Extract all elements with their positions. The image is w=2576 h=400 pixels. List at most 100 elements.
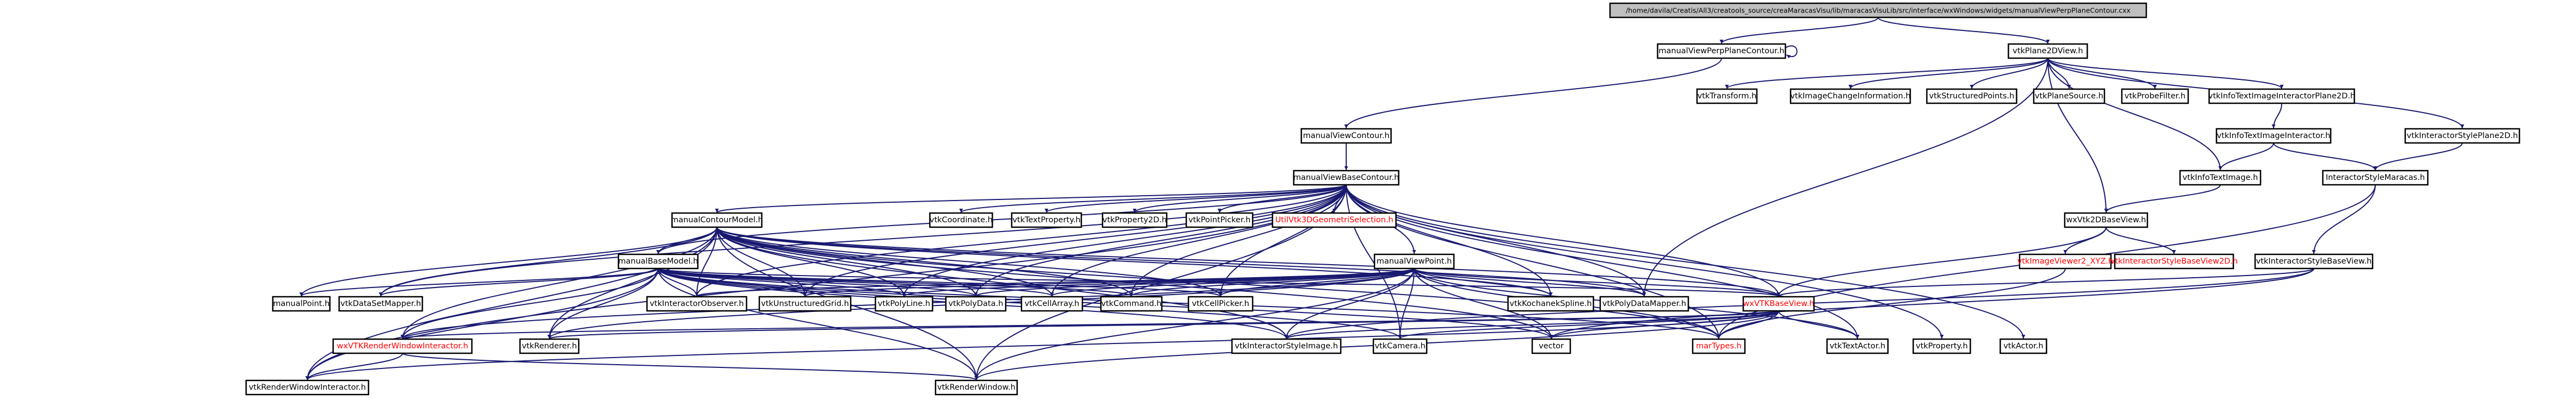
edge-vtkInfoTextImage-to-wxVtk2DBaseView <box>2104 184 2221 213</box>
node-vtkCoordinate[interactable]: vtkCoordinate.h <box>929 212 993 228</box>
edge-InteractorStyleMaracas-to-vtkInteractorStyleBaseView <box>2312 184 2376 254</box>
node-vtkInfoTextImageInteractorPlane2D[interactable]: vtkInfoTextImageInteractorPlane2D.h <box>2208 88 2355 104</box>
edge-manualContourModel-to-vtkDataSetMapper <box>379 227 717 297</box>
node-manualViewPoint[interactable]: manualViewPoint.h <box>1373 253 1455 270</box>
node-box-vtkInteractorStyleBaseView2D <box>2114 253 2234 270</box>
node-vtkDataSetMapper[interactable]: vtkDataSetMapper.h <box>338 296 423 312</box>
node-vtkTransform[interactable]: vtkTransform.h <box>1696 88 1758 104</box>
node-vtkCommand[interactable]: vtkCommand.h <box>1100 296 1163 312</box>
edge-wxVtk2DBaseView-to-wxVTKBaseView <box>1776 227 2107 297</box>
node-box-vtkUnstructuredGrid <box>758 296 852 312</box>
node-label-manualViewBaseContour: manualViewBaseContour.h <box>1293 173 1399 182</box>
node-root[interactable]: /home/davila/Creatis/All3/creatools_sour… <box>1609 2 2147 18</box>
node-box-manualViewContour <box>1301 128 1392 144</box>
node-vtkUnstructuredGrid[interactable]: vtkUnstructuredGrid.h <box>758 296 852 312</box>
node-vtkActor[interactable]: vtkActor.h <box>1999 338 2047 354</box>
edge-manualViewBaseContour-to-manualBaseModel <box>656 184 1347 254</box>
node-vtkImageChangeInformation[interactable]: vtkImageChangeInformation.h <box>1789 88 1911 104</box>
edge-wxVtk2DBaseView-to-vtkImageViewer2_XYZ <box>2063 227 2107 254</box>
node-manualPoint[interactable]: manualPoint.h <box>272 296 331 312</box>
edge-vtkInfoTextImageInteractor-to-InteractorStyleMaracas <box>2273 142 2377 171</box>
node-label-vtkActor: vtkActor.h <box>2003 342 2043 351</box>
node-vtkCellPicker[interactable]: vtkCellPicker.h <box>1187 296 1254 312</box>
node-label-manualPoint: manualPoint.h <box>273 299 330 308</box>
node-vtkInteractorStylePlane2D[interactable]: vtkInteractorStylePlane2D.h <box>2404 128 2521 144</box>
node-box-manualViewBaseContour <box>1293 170 1400 186</box>
edge-wxVTKBaseView-to-vtkRenderWindowInteractor <box>305 310 1779 380</box>
node-vtkInteractorStyleImage[interactable]: vtkInteractorStyleImage.h <box>1231 338 1342 354</box>
node-wxVTKRenderWindowInteractor[interactable]: wxVTKRenderWindowInteractor.h <box>332 338 473 354</box>
node-label-vtkUnstructuredGrid: vtkUnstructuredGrid.h <box>761 299 849 308</box>
node-label-vtkPolyDataMapper: vtkPolyDataMapper.h <box>1602 299 1686 308</box>
node-marTypes[interactable]: marTypes.h <box>1692 338 1746 354</box>
edge-wxVtk2DBaseView-to-vtkInteractorStyleBaseView2D <box>2106 227 2176 254</box>
edge-manualContourModel-to-vtkKochanekSpline <box>716 227 1553 297</box>
node-label-vector: vector <box>1539 342 1564 351</box>
node-box-vtkProperty <box>1912 338 1971 354</box>
node-box-vtkTextActor <box>1826 338 1889 354</box>
edge-manualViewPoint-to-vtkCommand <box>1129 268 1415 297</box>
node-vtkImageViewer2_XYZ[interactable]: vtkImageViewer2_XYZ.h <box>2017 253 2113 270</box>
node-vtkPlane2DView[interactable]: vtkPlane2DView.h <box>2008 43 2088 59</box>
edge-wxVTKBaseView-to-vtkTextActor <box>1778 310 1860 339</box>
node-box-manualContourModel <box>671 212 763 228</box>
node-vtkPolyDataMapper[interactable]: vtkPolyDataMapper.h <box>1599 296 1689 312</box>
edge-root-to-vtkPlane2DView <box>1878 17 2050 44</box>
node-manualViewPerpPlaneContour[interactable]: manualViewPerpPlaneContour.h <box>1657 43 1786 59</box>
edge-manualContourModel-to-manualPoint <box>299 227 717 297</box>
node-box-manualViewPerpPlaneContour <box>1657 43 1786 59</box>
edge-manualViewPoint-to-vector <box>1414 268 1553 339</box>
edge-manualBaseModel-to-wxVTKRenderWindowInteractor <box>400 268 659 339</box>
node-manualViewBaseContour[interactable]: manualViewBaseContour.h <box>1293 170 1400 186</box>
node-vtkPolyLine[interactable]: vtkPolyLine.h <box>875 296 933 312</box>
node-box-vector <box>1531 338 1571 354</box>
node-wxVTKBaseView[interactable]: wxVTKBaseView.h <box>1742 296 1815 312</box>
node-box-manualViewPoint <box>1373 253 1455 270</box>
node-vtkProbeFilter[interactable]: vtkProbeFilter.h <box>2121 88 2189 104</box>
node-box-vtkRenderer <box>519 338 580 354</box>
node-vtkCellArray[interactable]: vtkCellArray.h <box>1020 296 1083 312</box>
node-vtkPlaneSource[interactable]: vtkPlaneSource.h <box>2033 88 2106 104</box>
node-vtkKochanekSpline[interactable]: vtkKochanekSpline.h <box>1507 296 1594 312</box>
node-manualViewContour[interactable]: manualViewContour.h <box>1301 128 1392 144</box>
node-vtkPointPicker[interactable]: vtkPointPicker.h <box>1185 212 1254 228</box>
node-box-wxVTKBaseView <box>1742 296 1815 312</box>
node-box-vtkPolyDataMapper <box>1599 296 1689 312</box>
edge-manualContourModel-to-wxVTKBaseView <box>716 227 1781 297</box>
node-UtilVtk3DGeometriSelection[interactable]: UtilVtk3DGeometriSelection.h <box>1272 212 1397 228</box>
node-box-vtkPlane2DView <box>2008 43 2088 59</box>
node-label-root: /home/davila/Creatis/All3/creatools_sour… <box>1626 7 2131 15</box>
node-vtkInteractorStyleBaseView2D[interactable]: vtkInteractorStyleBaseView2D.h <box>2110 253 2238 270</box>
node-manualBaseModel[interactable]: manualBaseModel.h <box>617 253 699 270</box>
node-vector[interactable]: vector <box>1531 338 1571 354</box>
node-vtkStructuredPoints[interactable]: vtkStructuredPoints.h <box>1926 88 2017 104</box>
node-label-vtkInfoTextImageInteractorPlane2D: vtkInfoTextImageInteractorPlane2D.h <box>2208 92 2355 101</box>
node-vtkRenderWindowInteractor[interactable]: vtkRenderWindowInteractor.h <box>245 379 369 396</box>
node-vtkProperty2D[interactable]: vtkProperty2D.h <box>1101 212 1168 228</box>
node-wxVtk2DBaseView[interactable]: wxVtk2DBaseView.h <box>2064 212 2148 228</box>
node-manualContourModel[interactable]: manualContourModel.h <box>671 212 763 228</box>
edge-root-to-manualViewPerpPlaneContour <box>1719 17 1879 44</box>
node-vtkTextProperty[interactable]: vtkTextProperty.h <box>1011 212 1082 228</box>
edge-manualContourModel-to-vtkRenderer <box>547 227 717 339</box>
node-vtkRenderWindow[interactable]: vtkRenderWindow.h <box>934 379 1018 396</box>
node-vtkInteractorObserver[interactable]: vtkInteractorObserver.h <box>646 296 747 312</box>
node-vtkInfoTextImage[interactable]: vtkInfoTextImage.h <box>2179 170 2262 186</box>
edge-manualViewPoint-to-vtkUnstructuredGrid <box>803 268 1415 297</box>
node-box-vtkInfoTextImageInteractorPlane2D <box>2208 88 2355 104</box>
node-vtkInfoTextImageInteractor[interactable]: vtkInfoTextImageInteractor.h <box>2215 128 2332 144</box>
node-vtkRenderer[interactable]: vtkRenderer.h <box>519 338 580 354</box>
node-vtkProperty[interactable]: vtkProperty.h <box>1912 338 1971 354</box>
edge-vtkImageViewer2_XYZ-to-marTypes <box>1717 268 2066 339</box>
edge-manualViewBaseContour-to-wxVTKBaseView <box>1346 184 1781 297</box>
node-InteractorStyleMaracas[interactable]: InteractorStyleMaracas.h <box>2322 170 2429 186</box>
node-vtkInteractorStyleBaseView[interactable]: vtkInteractorStyleBaseView.h <box>2254 253 2374 270</box>
node-vtkCamera[interactable]: vtkCamera.h <box>1372 338 1428 354</box>
edge-manualViewPerpPlaneContour-to-manualViewContour <box>1344 58 1722 129</box>
node-label-manualViewContour: manualViewContour.h <box>1303 132 1389 140</box>
node-vtkTextActor[interactable]: vtkTextActor.h <box>1826 338 1889 354</box>
node-box-vtkDataSetMapper <box>338 296 423 312</box>
node-box-wxVtk2DBaseView <box>2064 212 2148 228</box>
node-box-vtkCamera <box>1372 338 1428 354</box>
node-vtkPolyData[interactable]: vtkPolyData.h <box>945 296 1007 312</box>
